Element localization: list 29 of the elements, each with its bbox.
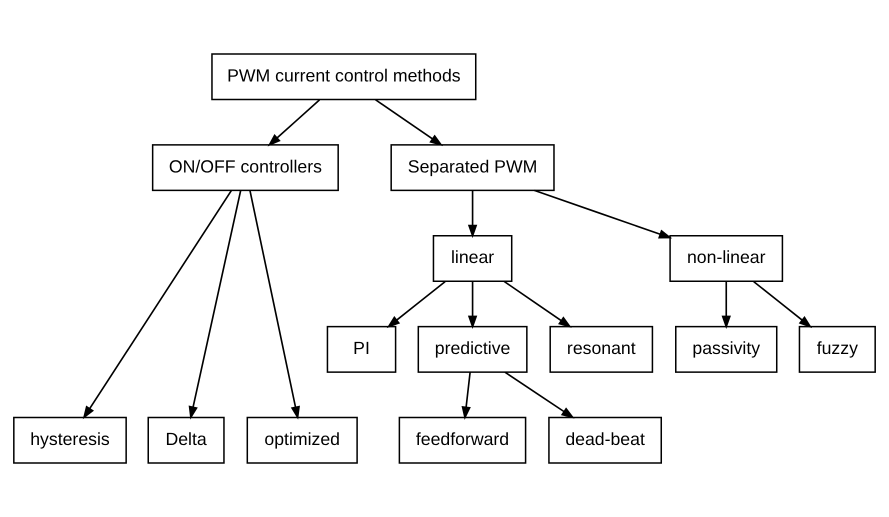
arrow — [504, 372, 575, 419]
node-box: Delta — [147, 416, 225, 464]
node-box: passivity — [675, 326, 778, 373]
arrow — [722, 282, 731, 329]
node-box: ON/OFF controllers — [152, 144, 339, 192]
arrow — [462, 372, 471, 420]
arrow — [386, 280, 446, 328]
node-box: feedforward — [398, 416, 526, 464]
arrow — [82, 190, 232, 420]
node-box: predictive — [418, 326, 528, 373]
arrow — [468, 190, 478, 238]
node-box: linear — [432, 235, 512, 282]
node-box: dead-beat — [548, 416, 662, 464]
arrow — [268, 99, 320, 146]
arrow — [753, 280, 812, 328]
node-box: hysteresis — [13, 416, 127, 464]
node-box: Separated PWM — [390, 144, 555, 192]
arrow — [374, 98, 443, 146]
arrow — [249, 190, 300, 420]
arrow — [504, 280, 572, 328]
node-box: resonant — [549, 326, 654, 373]
arrow — [468, 282, 478, 329]
node-box: non-linear — [669, 235, 784, 282]
node-box: fuzzy — [798, 326, 876, 373]
arrow — [188, 190, 242, 420]
node-box: PWM current control methods — [211, 53, 476, 100]
node-box: optimized — [246, 416, 358, 464]
arrow — [534, 190, 672, 238]
node-box: PI — [326, 326, 396, 373]
